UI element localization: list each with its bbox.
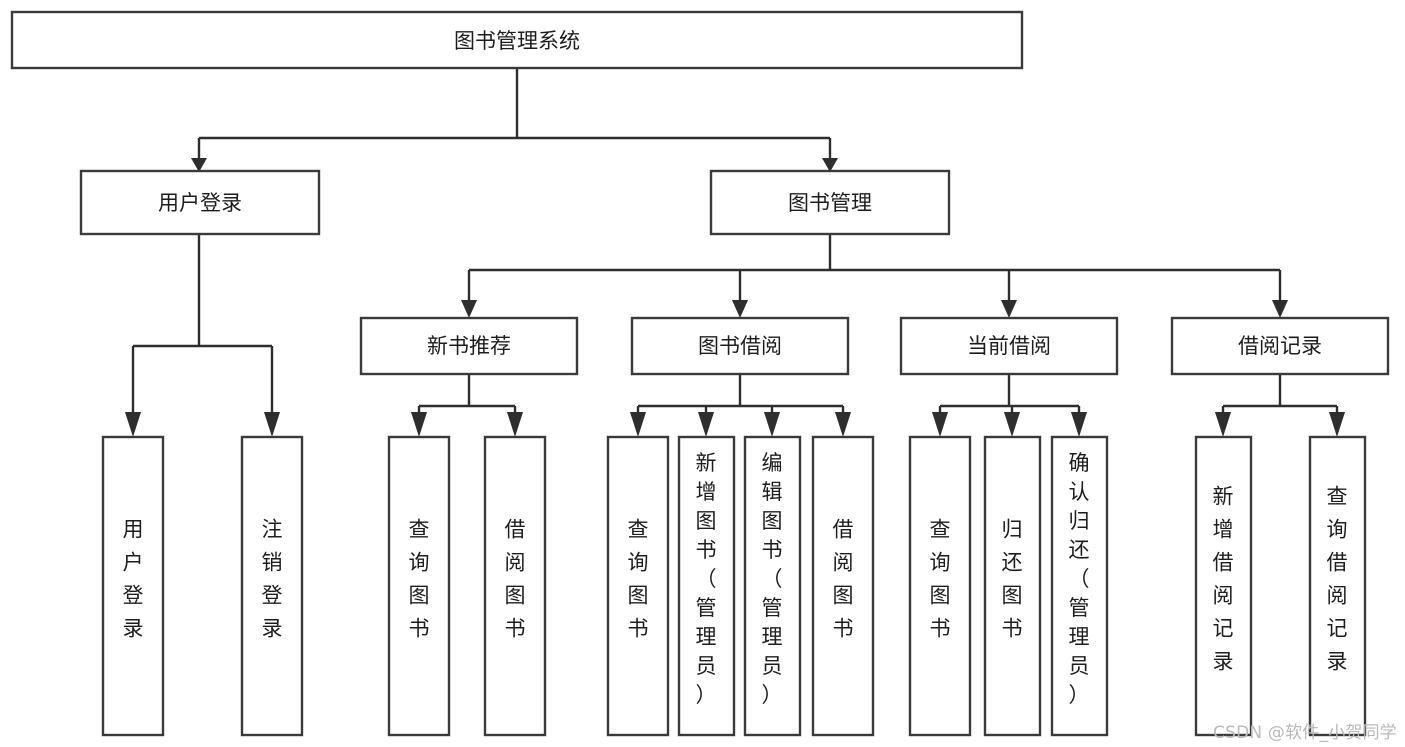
arrowhead-to-borrow-record [1272, 300, 1288, 318]
connector-book-borrow-split [636, 374, 845, 416]
node-leaf-borrow-book-1[interactable]: 借阅图书 [483, 435, 547, 737]
node-leaf-borrow-book-1-label: 借阅图书 [505, 518, 526, 641]
arrowhead-to-leaf-logout [264, 412, 280, 437]
connector-book-manage-split [467, 234, 1282, 300]
node-current-borrow-label: 当前借阅 [967, 334, 1051, 358]
node-current-borrow-box[interactable] [899, 316, 1119, 376]
node-leaf-query-book-1-label: 查询图书 [409, 518, 430, 641]
node-book-manage[interactable]: 图书管理 [709, 169, 951, 236]
arrowhead-layer [125, 158, 1345, 437]
connector-layer [131, 68, 1339, 416]
node-current-borrow[interactable]: 当前借阅 [899, 316, 1119, 376]
node-leaf-confirm-return[interactable]: 确认归还（管理员） [1050, 435, 1109, 737]
arrowhead-to-leaf-borrow-book-2 [835, 412, 851, 437]
arrowhead-to-leaf-user-login [125, 412, 141, 437]
node-leaf-borrow-book-2[interactable]: 借阅图书 [811, 435, 875, 737]
node-leaf-user-login-box[interactable] [101, 435, 165, 737]
node-new-book-recommend-box[interactable] [359, 316, 579, 376]
node-leaf-edit-book-box[interactable] [743, 435, 802, 737]
arrowhead-to-new-book [461, 300, 477, 318]
node-leaf-query-book-3-box[interactable] [908, 435, 972, 737]
node-root-box[interactable] [10, 10, 1024, 70]
node-leaf-edit-book[interactable]: 编辑图书（管理员） [743, 435, 802, 737]
node-borrow-record-label: 借阅记录 [1238, 334, 1322, 358]
node-leaf-query-book-2[interactable]: 查询图书 [606, 435, 670, 737]
node-leaf-add-record-label: 新增借阅记录 [1213, 485, 1234, 674]
node-root-label: 图书管理系统 [454, 29, 580, 53]
node-book-borrow[interactable]: 图书借阅 [630, 316, 850, 376]
node-leaf-return-book-label: 归还图书 [1002, 518, 1023, 641]
arrowhead-to-leaf-query-book-1 [411, 412, 427, 437]
node-book-manage-label: 图书管理 [788, 191, 872, 215]
node-user-login-label: 用户登录 [158, 191, 242, 215]
node-book-borrow-box[interactable] [630, 316, 850, 376]
node-leaf-confirm-return-label: 确认归还（管理员） [1069, 451, 1090, 707]
arrowhead-to-leaf-add-book [698, 412, 714, 437]
arrowhead-to-user-login [191, 158, 207, 172]
node-leaf-query-record-box[interactable] [1308, 435, 1367, 737]
node-leaf-query-book-1[interactable]: 查询图书 [387, 435, 451, 737]
arrowhead-to-book-manage [822, 158, 838, 172]
arrowhead-to-leaf-add-record [1215, 412, 1231, 437]
arrowhead-to-leaf-query-book-2 [630, 412, 646, 437]
connector-current-borrow-split [938, 374, 1081, 416]
node-leaf-query-record-label: 查询借阅记录 [1327, 485, 1348, 674]
node-leaf-add-book-box[interactable] [677, 435, 736, 737]
node-user-login-box[interactable] [79, 169, 321, 236]
node-leaf-add-record[interactable]: 新增借阅记录 [1194, 435, 1253, 737]
node-root[interactable]: 图书管理系统 [10, 10, 1024, 70]
node-leaf-logout-box[interactable] [240, 435, 304, 737]
node-leaf-borrow-book-2-box[interactable] [811, 435, 875, 737]
node-leaf-return-book-box[interactable] [983, 435, 1042, 737]
node-borrow-record[interactable]: 借阅记录 [1170, 316, 1390, 376]
node-leaf-borrow-book-2-label: 借阅图书 [833, 518, 854, 641]
arrowhead-to-current-borrow [1001, 300, 1017, 318]
node-new-book-recommend[interactable]: 新书推荐 [359, 316, 579, 376]
arrowhead-to-leaf-return-book [1004, 412, 1020, 437]
node-book-borrow-label: 图书借阅 [698, 334, 782, 358]
node-leaf-logout[interactable]: 注销登录 [240, 435, 304, 737]
node-leaf-query-book-3-label: 查询图书 [930, 518, 951, 641]
node-leaf-query-book-2-label: 查询图书 [628, 518, 649, 641]
arrowhead-to-leaf-edit-book [764, 412, 780, 437]
arrowhead-to-leaf-borrow-book-1 [507, 412, 523, 437]
node-leaf-borrow-book-1-box[interactable] [483, 435, 547, 737]
node-borrow-record-box[interactable] [1170, 316, 1390, 376]
node-leaf-confirm-return-box[interactable] [1050, 435, 1109, 737]
connector-new-book-split [417, 374, 517, 416]
node-leaf-add-book[interactable]: 新增图书（管理员） [677, 435, 736, 737]
node-leaf-query-record[interactable]: 查询借阅记录 [1308, 435, 1367, 737]
connector-root-trunk [197, 68, 832, 158]
node-leaf-query-book-2-box[interactable] [606, 435, 670, 737]
node-leaf-user-login[interactable]: 用户登录 [101, 435, 165, 737]
node-book-manage-box[interactable] [709, 169, 951, 236]
node-leaf-add-book-label: 新增图书（管理员） [696, 451, 717, 707]
node-leaf-return-book[interactable]: 归还图书 [983, 435, 1042, 737]
node-leaf-query-book-1-box[interactable] [387, 435, 451, 737]
node-leaf-logout-label: 注销登录 [262, 518, 283, 641]
arrowhead-to-leaf-confirm-return [1071, 412, 1087, 437]
node-leaf-query-book-3[interactable]: 查询图书 [908, 435, 972, 737]
node-user-login[interactable]: 用户登录 [79, 169, 321, 236]
node-leaf-add-record-box[interactable] [1194, 435, 1253, 737]
node-layer: 图书管理系统 用户登录 图书管理 新书推荐 图书借阅 [10, 10, 1390, 737]
arrowhead-to-leaf-query-book-3 [932, 412, 948, 437]
node-new-book-recommend-label: 新书推荐 [427, 334, 511, 358]
csdn-watermark: CSDN @软件_小贺同学 [1213, 723, 1397, 743]
connector-borrow-record-split [1221, 374, 1339, 416]
arrowhead-to-book-borrow [732, 300, 748, 318]
node-leaf-edit-book-label: 编辑图书（管理员） [762, 451, 783, 707]
arrowhead-to-leaf-query-record [1329, 412, 1345, 437]
connector-user-login-split [131, 234, 274, 416]
node-leaf-user-login-label: 用户登录 [123, 518, 144, 641]
